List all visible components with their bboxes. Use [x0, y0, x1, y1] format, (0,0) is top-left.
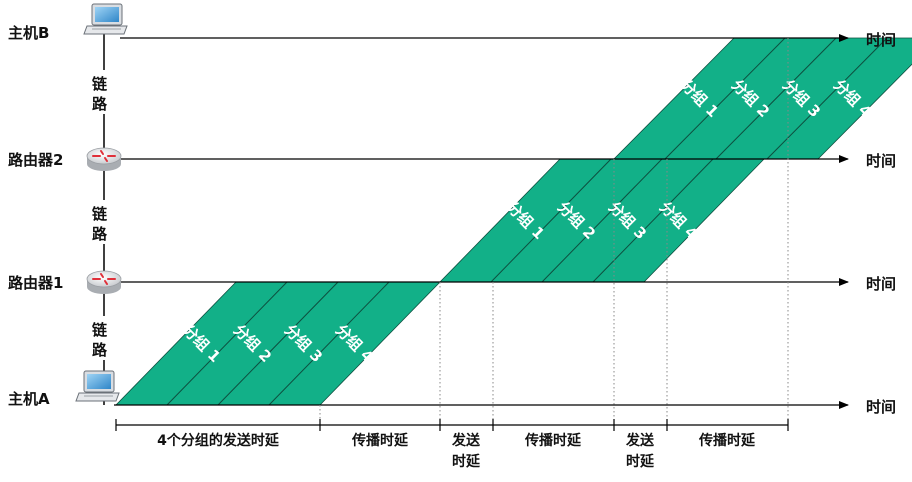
packet-divider — [766, 37, 888, 160]
packet-divider — [490, 158, 612, 283]
svg-text:路: 路 — [92, 95, 108, 113]
packet-divider — [664, 37, 786, 160]
svg-text:链: 链 — [92, 75, 108, 93]
node-label-router-1: 路由器1 — [8, 274, 63, 292]
svg-text:路: 路 — [92, 341, 108, 359]
interval-first-send: 4个分组的发送时延 — [157, 432, 280, 449]
link-label-upper: 链 路 — [84, 70, 124, 114]
laptop-icon — [83, 3, 128, 35]
packet-divider — [541, 158, 663, 283]
router-icon — [86, 270, 122, 294]
node-label-router-2: 路由器2 — [8, 151, 63, 169]
packet-divider — [592, 158, 714, 283]
interval-ticks — [115, 419, 789, 431]
interval-propagation-1: 传播时延 — [351, 432, 409, 449]
packet-divider — [268, 281, 390, 406]
interval-send-3-line2: 时延 — [626, 453, 655, 470]
interval-propagation-3: 传播时延 — [698, 432, 756, 449]
time-label: 时间 — [866, 152, 896, 170]
time-label: 时间 — [866, 31, 896, 49]
router-icon — [86, 147, 122, 171]
link-label-middle: 链 路 — [84, 200, 124, 244]
interval-send-2-line1: 发送 — [451, 432, 481, 449]
svg-text:链: 链 — [92, 205, 108, 223]
laptop-icon — [75, 370, 120, 402]
interval-send-2-line2: 时延 — [452, 453, 481, 470]
svg-text:路: 路 — [92, 225, 108, 243]
packet-divider — [166, 281, 288, 406]
node-label-host-b: 主机B — [8, 24, 49, 42]
link-label-lower: 链 路 — [84, 316, 124, 360]
time-label: 时间 — [866, 398, 896, 416]
node-label-host-a: 主机A — [8, 390, 50, 408]
interval-propagation-2: 传播时延 — [524, 432, 582, 449]
time-label: 时间 — [866, 275, 896, 293]
svg-text:链: 链 — [92, 321, 108, 339]
packet-divider — [217, 281, 339, 406]
packet-divider — [715, 37, 837, 160]
interval-send-3-line1: 发送 — [625, 432, 655, 449]
